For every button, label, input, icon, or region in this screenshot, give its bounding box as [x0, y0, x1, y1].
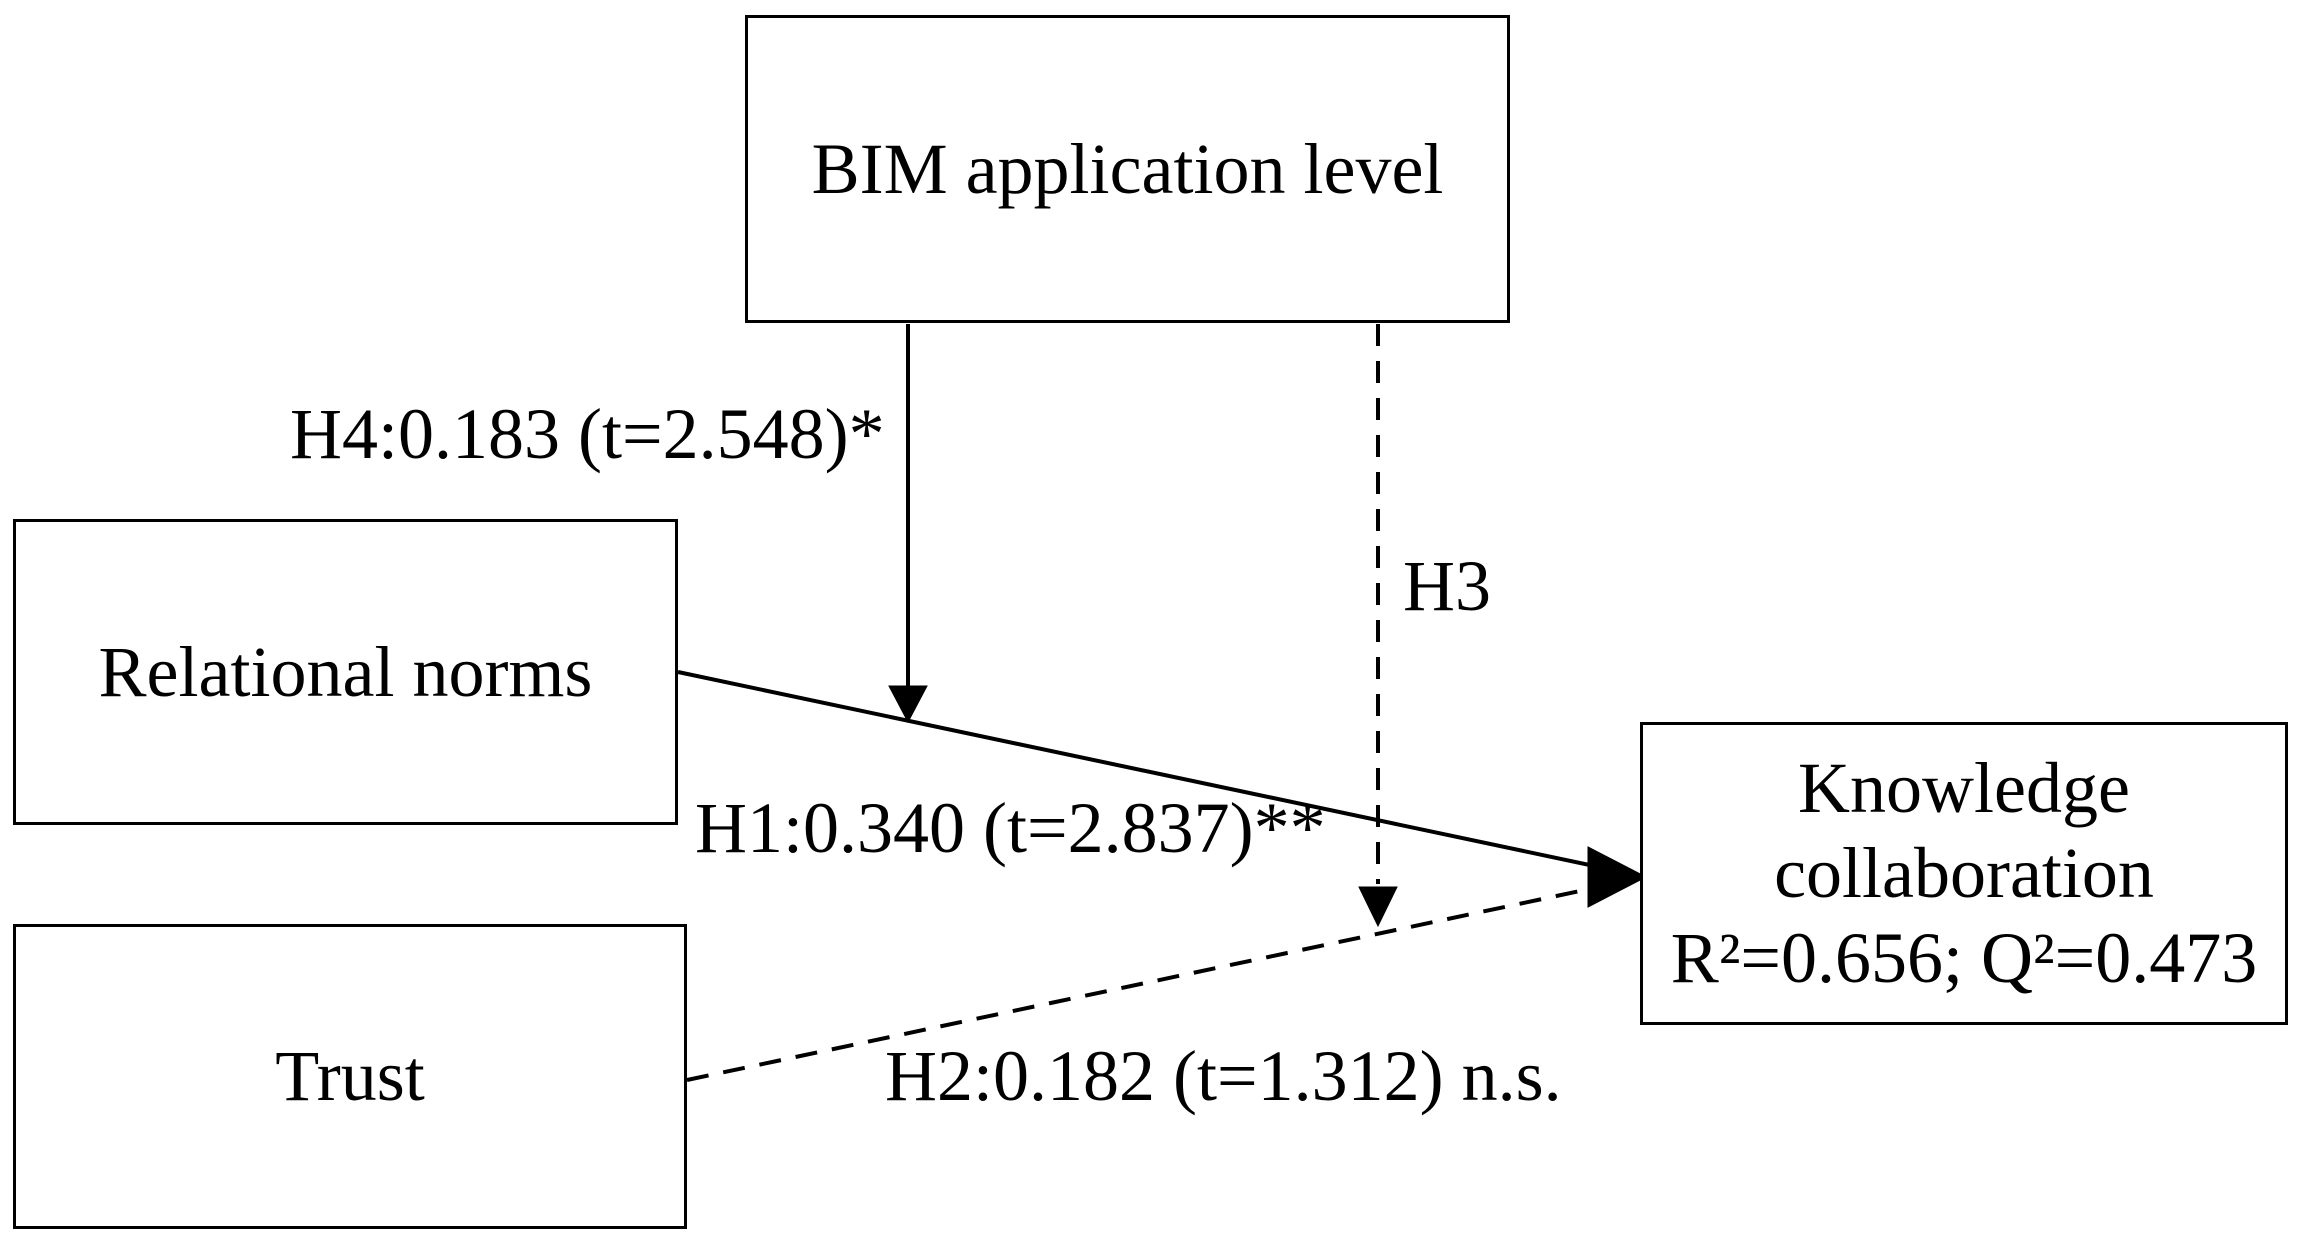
node-bim-application-level: BIM application level	[745, 15, 1510, 323]
h2-path-line	[686, 878, 1633, 1082]
h4-path-label: H4:0.183 (t=2.548)*	[290, 394, 885, 474]
h4-arrowhead-icon	[888, 685, 928, 724]
relational-norms-node-label: Relational norms	[98, 631, 593, 712]
h2-path-label: H2:0.182 (t=1.312) n.s.	[885, 1036, 1562, 1116]
knowledge-node-r2-q2-stats: R²=0.656; Q²=0.473	[1670, 917, 2258, 998]
h3-path-label: H3	[1403, 546, 1491, 626]
h3-arrowhead-icon	[1358, 886, 1398, 928]
node-relational-norms: Relational norms	[13, 519, 678, 825]
knowledge-node-label-line1: Knowledge	[1798, 748, 2130, 829]
knowledge-arrowhead-icon	[1587, 846, 1648, 908]
knowledge-node-label: Knowledge collaboration R²=0.656; Q²=0.4…	[1671, 746, 2257, 1001]
h1-path-line	[677, 670, 1633, 876]
knowledge-node-label-line2: collaboration	[1774, 833, 2154, 914]
trust-node-label: Trust	[275, 1036, 425, 1117]
node-knowledge-collaboration: Knowledge collaboration R²=0.656; Q²=0.4…	[1640, 722, 2288, 1025]
node-trust: Trust	[13, 924, 687, 1229]
bim-node-label: BIM application level	[811, 128, 1444, 209]
h1-path-label: H1:0.340 (t=2.837)**	[695, 788, 1326, 868]
